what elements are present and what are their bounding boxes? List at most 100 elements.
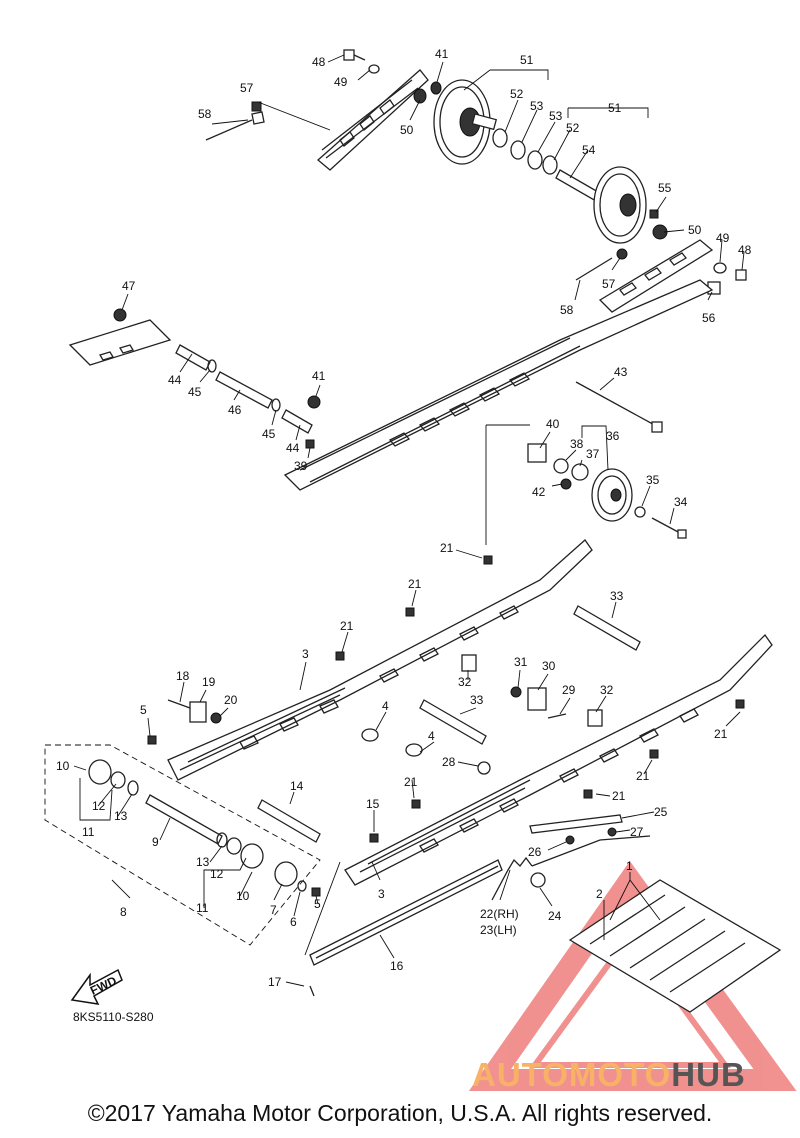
callout-21-g: 21: [612, 789, 626, 803]
washer-49-lower: [713, 262, 727, 274]
nut-57-upper: [251, 101, 262, 112]
collar-32-left: [461, 654, 477, 672]
stopper-30: [527, 687, 547, 711]
assembly-8-outline: [44, 744, 321, 946]
wheel-10-left: [88, 759, 112, 785]
callout-35: 35: [646, 473, 660, 487]
callout-21-f: 21: [404, 775, 418, 789]
callout-26: 26: [528, 845, 542, 859]
leader-lines: [73, 54, 745, 987]
bolt-21-e: [649, 749, 659, 759]
callout-4-mid: 4: [428, 729, 435, 743]
bearing-52-lower: [542, 155, 558, 175]
bolt-48-upper: [343, 49, 366, 61]
bolt-21-c: [335, 651, 345, 661]
callout-16: 16: [390, 959, 404, 973]
stopper-19: [189, 701, 207, 723]
ring-13-left: [127, 780, 139, 796]
bolt-21-d: [735, 699, 745, 709]
callout-43: 43: [614, 365, 628, 379]
callout-49-top: 49: [334, 75, 348, 89]
bushing-47: [113, 308, 127, 322]
idler-wheel-51-upper: [433, 79, 498, 165]
callout-13-right: 13: [196, 855, 210, 869]
bolt-58-upper: [205, 111, 265, 141]
spring-22-23: [491, 835, 651, 901]
callout-4-left: 4: [382, 699, 389, 713]
callout-11-right: 11: [196, 901, 209, 915]
callout-56: 56: [702, 311, 716, 325]
upper-rear-rail-right: [598, 239, 714, 313]
callout-52-top: 52: [510, 87, 524, 101]
callout-9: 9: [152, 835, 159, 849]
callout-36: 36: [606, 429, 620, 443]
callout-57-top: 57: [240, 81, 254, 95]
bolt-29: [547, 713, 567, 719]
callout-55: 55: [658, 181, 672, 195]
callout-24: 24: [548, 909, 562, 923]
callout-29: 29: [562, 683, 576, 697]
callout-33-top: 33: [610, 589, 624, 603]
callout-6: 6: [290, 915, 297, 929]
wheel-7: [274, 861, 298, 887]
ring-38: [553, 458, 569, 474]
bolt-55: [649, 209, 659, 219]
collar-50-upper: [413, 88, 427, 104]
upper-rear-rail-left: [317, 69, 429, 171]
callout-21-e: 21: [636, 769, 650, 783]
bolt-21-f: [411, 799, 421, 809]
callout-15: 15: [366, 797, 380, 811]
callout-33-mid: 33: [470, 693, 484, 707]
callout-40: 40: [546, 417, 560, 431]
bolt-48-lower: [735, 269, 747, 281]
bolt-15: [369, 833, 379, 843]
callout-22-rh: 22(RH): [480, 907, 519, 921]
long-bolt-43: [575, 381, 663, 433]
callout-30: 30: [542, 659, 556, 673]
callout-19: 19: [202, 675, 216, 689]
callout-31: 31: [514, 655, 528, 669]
callout-10-right: 10: [236, 889, 250, 903]
callout-27: 27: [630, 825, 644, 839]
copyright-notice: ©2017 Yamaha Motor Corporation, U.S.A. A…: [87, 1100, 713, 1126]
circlip-53-a: [510, 140, 526, 160]
bolt-21-b: [405, 607, 415, 617]
callout-46: 46: [228, 403, 242, 417]
idler-wheel-51-lower: [593, 166, 647, 244]
callout-38: 38: [570, 437, 584, 451]
callout-41-top: 41: [435, 47, 449, 61]
bolt-39: [305, 439, 315, 449]
callout-32-left: 32: [458, 675, 472, 689]
rear-arm-frame: [68, 279, 714, 491]
callout-23-lh: 23(LH): [480, 923, 517, 937]
callout-1: 1: [626, 859, 633, 873]
svg-text:FWD: FWD: [88, 973, 119, 997]
bracket-25: [529, 814, 623, 834]
callout-21-a: 21: [440, 541, 454, 555]
diagram-code: 8KS5110-S280: [73, 1010, 154, 1024]
callout-48-right: 48: [738, 243, 752, 257]
callout-58-top: 58: [198, 107, 212, 121]
track-1: [568, 879, 782, 1013]
callout-17: 17: [268, 975, 282, 989]
bolt-21-a: [483, 555, 493, 565]
bolt-5-right: [311, 887, 321, 897]
idler-wheel-36: [591, 468, 633, 522]
washer-4-right: [405, 743, 423, 757]
shaft-33-upper: [573, 605, 641, 651]
washer-49-upper: [368, 64, 380, 74]
shaft-44-right: [281, 409, 313, 434]
bearing-12-left: [110, 771, 126, 789]
callout-52-mid: 52: [566, 121, 580, 135]
callout-28: 28: [442, 755, 456, 769]
callout-47: 47: [122, 279, 136, 293]
wheel-10-right: [240, 843, 264, 869]
callout-21-b: 21: [408, 577, 422, 591]
watermark-text: AUTOMOTO: [472, 1056, 672, 1093]
pin-18: [167, 699, 191, 709]
callout-10-left: 10: [56, 759, 70, 773]
bolt-5-left: [147, 735, 157, 745]
callout-3-bottom: 3: [378, 887, 385, 901]
nut-57-lower: [616, 248, 628, 260]
